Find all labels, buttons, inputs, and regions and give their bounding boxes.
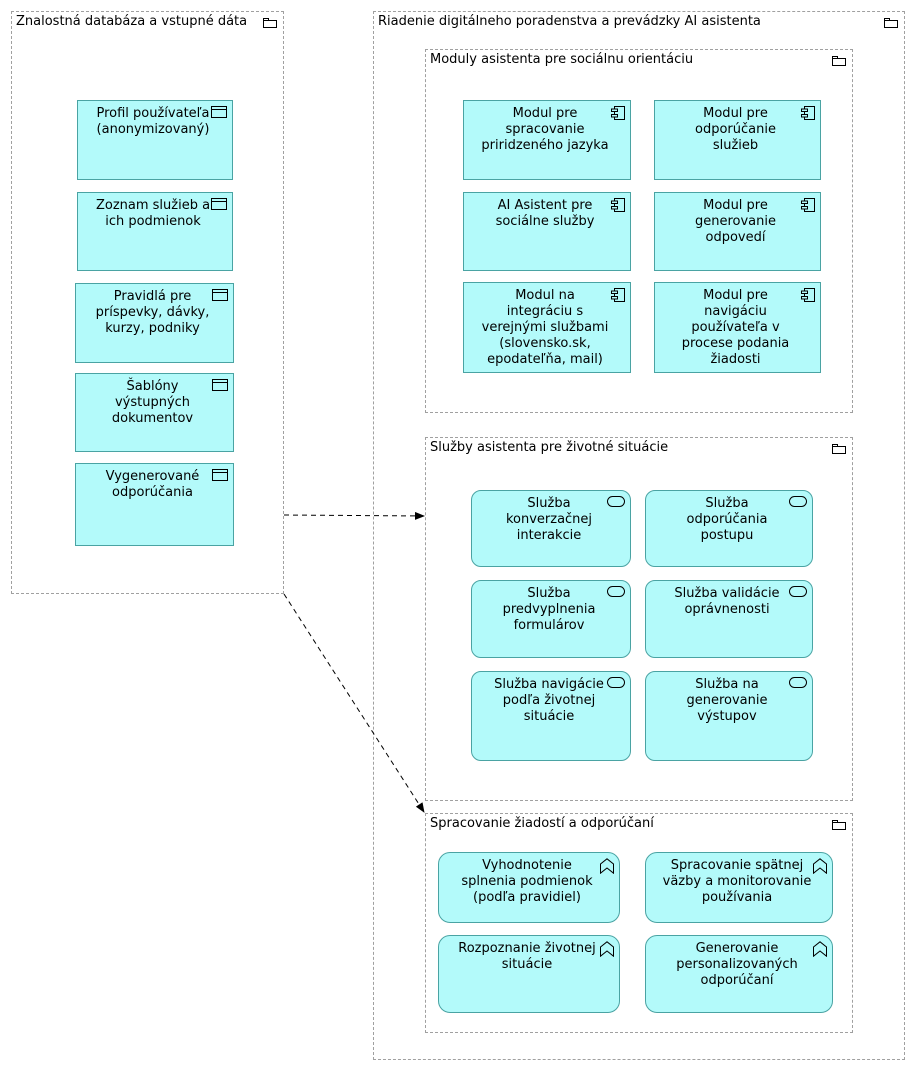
service-icon [607, 496, 625, 507]
node-label: Spracovanie spätnej väzby a monitorovani… [662, 858, 812, 905]
component-icon [611, 288, 625, 302]
node-label: Služba validácie oprávnenosti [674, 586, 780, 617]
node-label: AI Asistent pre sociálne služby [495, 198, 595, 229]
data-object-icon [212, 289, 228, 301]
group-management: Riadenie digitálneho poradenstva a prevá… [373, 11, 905, 1060]
folder-icon [832, 56, 846, 66]
data-object[interactable]: Zoznam služieb a ich podmienok [77, 192, 233, 271]
component-icon [611, 106, 625, 120]
application-service[interactable]: Služba konverzačnej interakcie [471, 490, 631, 567]
data-object-icon [211, 198, 227, 210]
application-component[interactable]: Modul pre odporúčanie služieb [654, 100, 821, 180]
data-object[interactable]: Profil používateľa (anonymizovaný) [77, 100, 233, 180]
service-icon [607, 586, 625, 597]
application-component[interactable]: AI Asistent pre sociálne služby [463, 192, 631, 271]
application-component[interactable]: Modul pre spracovanie priridzeného jazyk… [463, 100, 631, 180]
application-service[interactable]: Služba navigácie podľa životnej situácie [471, 671, 631, 761]
node-label: Generovanie personalizovaných odporúčaní [676, 941, 798, 988]
data-object[interactable]: Vygenerované odporúčania [75, 463, 234, 546]
group-knowledge-base: Znalostná databáza a vstupné dáta [11, 11, 284, 594]
node-label: Modul pre odporúčanie služieb [695, 106, 776, 153]
application-service[interactable]: Služba predvyplnenia formulárov [471, 580, 631, 658]
application-function[interactable]: Spracovanie spätnej väzby a monitorovani… [645, 852, 833, 923]
component-icon [611, 198, 625, 212]
group-modules: Moduly asistenta pre sociálnu orientáciu [425, 49, 853, 413]
application-function[interactable]: Rozpoznanie životnej situácie [438, 935, 620, 1013]
data-object-icon [212, 469, 228, 481]
function-icon [600, 941, 614, 957]
node-label: Služba konverzačnej interakcie [505, 496, 593, 543]
service-icon [789, 496, 807, 507]
data-object[interactable]: Šablóny výstupných dokumentov [75, 373, 234, 452]
application-function[interactable]: Generovanie personalizovaných odporúčaní [645, 935, 833, 1013]
folder-icon [263, 18, 277, 28]
application-component[interactable]: Modul pre navigáciu používateľa v proces… [654, 282, 821, 373]
application-function[interactable]: Vyhodnotenie splnenia podmienok (podľa p… [438, 852, 620, 923]
group-processing: Spracovanie žiadostí a odporúčaní [425, 813, 853, 1033]
application-component[interactable]: Modul na integráciu s verejnými službami… [463, 282, 631, 373]
node-label: Rozpoznanie životnej situácie [458, 941, 596, 972]
component-icon [801, 106, 815, 120]
node-label: Modul pre spracovanie priridzeného jazyk… [481, 106, 609, 153]
group-services: Služby asistenta pre životné situácie [425, 437, 853, 801]
group-title: Moduly asistenta pre sociálnu orientáciu [430, 52, 694, 67]
flow-arrow-to-processing[interactable] [283, 593, 425, 813]
node-label: Zoznam služieb a ich podmienok [95, 198, 211, 229]
application-component[interactable]: Modul pre generovanie odpovedí [654, 192, 821, 271]
function-icon [813, 941, 827, 957]
folder-icon [884, 18, 898, 28]
node-label: Modul na integráciu s verejnými službami… [481, 288, 609, 367]
group-title: Riadenie digitálneho poradenstva a prevá… [378, 14, 761, 29]
group-title: Znalostná databáza a vstupné dáta [16, 14, 248, 29]
function-icon [600, 858, 614, 874]
node-label: Služba na generovanie výstupov [686, 677, 768, 724]
node-label: Vyhodnotenie splnenia podmienok (podľa p… [461, 858, 593, 905]
data-object-icon [211, 106, 227, 118]
data-object[interactable]: Pravidlá pre príspevky, dávky, kurzy, po… [75, 283, 234, 363]
application-service[interactable]: Služba na generovanie výstupov [645, 671, 813, 761]
node-label: Vygenerované odporúčania [105, 469, 200, 500]
component-icon [801, 198, 815, 212]
node-label: Pravidlá pre príspevky, dávky, kurzy, po… [95, 289, 210, 336]
group-title: Služby asistenta pre životné situácie [430, 440, 669, 455]
node-label: Služba predvyplnenia formulárov [502, 586, 596, 633]
node-label: Modul pre generovanie odpovedí [694, 198, 776, 245]
application-service[interactable]: Služba odporúčania postupu [645, 490, 813, 567]
node-label: Služba navigácie podľa životnej situácie [494, 677, 604, 724]
service-icon [789, 677, 807, 688]
folder-icon [832, 820, 846, 830]
node-label: Profil používateľa (anonymizovaný) [96, 106, 210, 137]
service-icon [607, 677, 625, 688]
flow-arrow-to-services[interactable] [283, 511, 425, 520]
node-label: Šablóny výstupných dokumentov [111, 379, 194, 426]
component-icon [801, 288, 815, 302]
node-label: Modul pre navigáciu používateľa v proces… [681, 288, 790, 367]
group-title: Spracovanie žiadostí a odporúčaní [430, 816, 654, 831]
application-service[interactable]: Služba validácie oprávnenosti [645, 580, 813, 658]
data-object-icon [212, 379, 228, 391]
folder-icon [832, 444, 846, 454]
service-icon [789, 586, 807, 597]
function-icon [813, 858, 827, 874]
node-label: Služba odporúčania postupu [686, 496, 768, 543]
